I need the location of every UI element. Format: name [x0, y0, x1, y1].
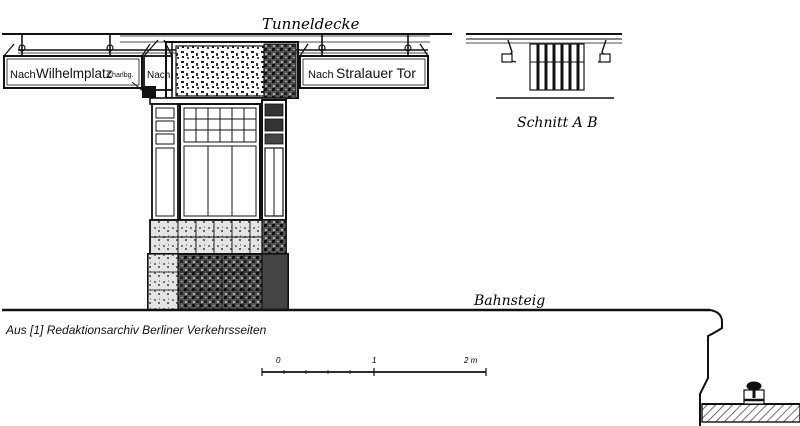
section-ab-detail	[496, 39, 614, 99]
platform-label: Bahnsteig	[473, 293, 545, 309]
image-caption: Aus [1] Redaktionsarchiv Berliner Verkeh…	[6, 323, 267, 337]
track-bed	[701, 381, 800, 423]
section-label: Schnitt A B	[517, 115, 598, 131]
scale-tick-2: 2 m	[463, 356, 478, 365]
sign-right: Nach Stralauer Tor	[299, 43, 429, 89]
platform	[2, 308, 723, 426]
scale-bar	[261, 368, 487, 376]
sign-middle-text: Nach	[147, 70, 170, 81]
sign-left-small: Charlbg.	[107, 72, 134, 79]
sign-right-name: Stralauer Tor	[336, 65, 416, 81]
sign-left-prefix: Nach	[10, 69, 36, 81]
tunnel-ceiling	[2, 33, 622, 44]
scale-tick-0: 0	[276, 356, 281, 365]
kiosk-elevation	[147, 41, 299, 311]
sign-left-name: Wilhelmplatz	[36, 66, 113, 81]
ceiling-label: Tunneldecke	[262, 15, 360, 33]
sign-left: Nach Wilhelmplatz Charlbg.	[3, 43, 151, 89]
sign-right-prefix: Nach	[308, 69, 334, 81]
scale-tick-1: 1	[372, 356, 376, 365]
sign-middle: Nach	[131, 39, 173, 98]
